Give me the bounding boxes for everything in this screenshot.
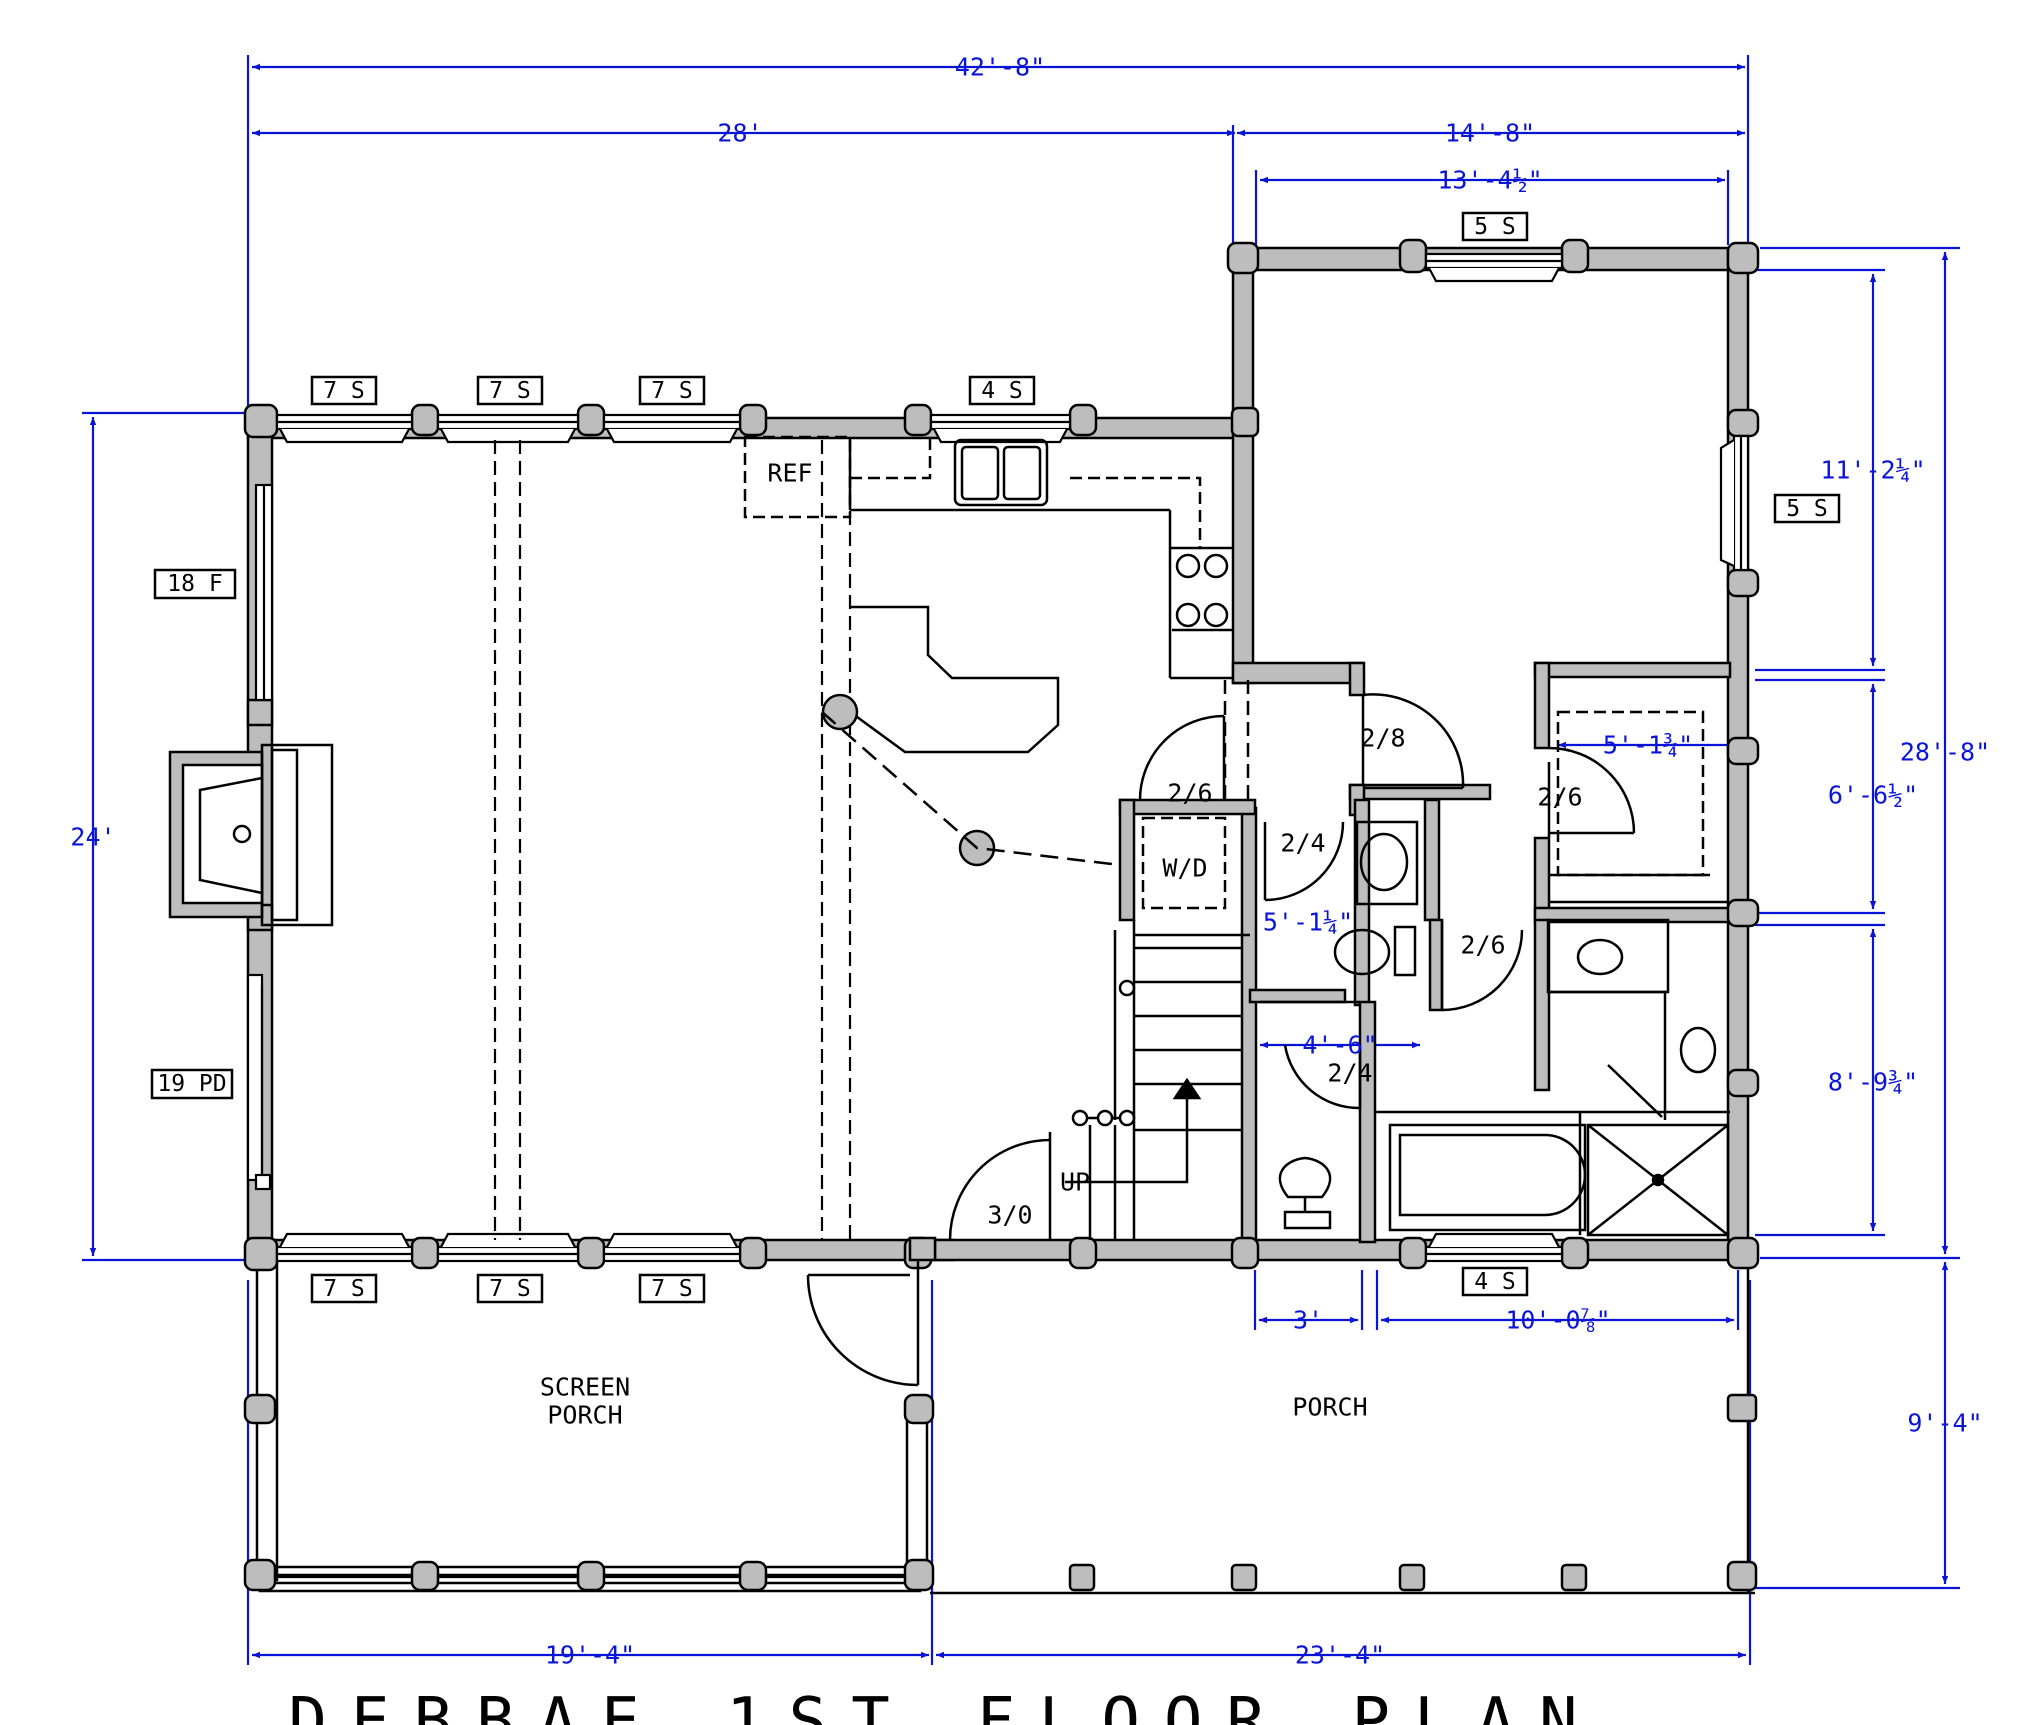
dim-bedroom-interior: 13'-4½" — [1437, 166, 1542, 195]
label-stairs-up: UP — [1060, 1168, 1090, 1197]
dim-depth-left: 24' — [70, 823, 115, 852]
dim-closet-depth: 6'-6½" — [1828, 781, 1918, 810]
windows — [246, 252, 1750, 1579]
dim-half-bath-depth: 5'-1¼" — [1263, 908, 1353, 937]
tag-window-bottom-3: 7 S — [651, 1276, 693, 1302]
tag-window-top-2: 7 S — [489, 378, 531, 404]
tag-window-bedroom-side: 5 S — [1786, 496, 1828, 522]
room-label-porch: PORCH — [1292, 1393, 1367, 1422]
ceiling-beams — [493, 440, 852, 1240]
dim-closet-width: 5'-1¾" — [1603, 731, 1693, 760]
dimension-lines — [82, 55, 1960, 1665]
room-label-screen-porch-1: SCREEN — [540, 1373, 630, 1402]
dim-left-section: 28' — [717, 119, 762, 148]
dim-screen-porch-width: 19'-4" — [545, 1641, 635, 1670]
room-label-screen-porch-2: PORCH — [547, 1401, 622, 1430]
dim-porch-width: 23'-4" — [1295, 1641, 1385, 1670]
door-swings — [806, 693, 1636, 1387]
tag-door-closet: 2/6 — [1537, 783, 1582, 812]
laundry-and-stairs — [1065, 816, 1250, 1240]
tag-window-bath-bottom: 4 S — [1474, 1269, 1516, 1295]
dim-half-bath-width: 4'-6" — [1302, 1031, 1377, 1060]
dim-bath-width: 10'-0⅞" — [1505, 1306, 1610, 1335]
tag-door-bath: 2/6 — [1460, 931, 1505, 960]
bathrooms — [1260, 710, 1730, 1237]
room-labels: SCREEN PORCH PORCH REF W/D UP — [540, 459, 1368, 1430]
tag-window-top-1: 7 S — [323, 378, 365, 404]
plan-title: DEBBAE 1ST FLOOR PLAN — [288, 1685, 1601, 1725]
dim-depth-right: 28'-8" — [1900, 738, 1990, 767]
tag-window-bottom-1: 7 S — [323, 1276, 365, 1302]
dim-overall-width: 42'-8" — [955, 53, 1045, 82]
dim-porch-depth: 9'-4" — [1907, 1409, 1982, 1438]
dim-bedroom-depth: 11'-2¼" — [1820, 456, 1925, 485]
tag-window-bottom-2: 7 S — [489, 1276, 531, 1302]
tag-patio-door-left: 19 PD — [157, 1071, 226, 1097]
tag-door-hall-bath: 2/4 — [1327, 1059, 1372, 1088]
tag-door-half-bath: 2/4 — [1280, 829, 1325, 858]
tag-boxes — [150, 211, 1841, 1304]
tag-door-left: 18 F — [167, 571, 222, 597]
door-tag-labels: 2/6 2/8 2/6 2/4 2/6 2/4 3/0 — [987, 724, 1582, 1230]
tag-window-kitchen: 4 S — [981, 378, 1023, 404]
fireplace — [168, 743, 334, 927]
dim-right-section: 14'-8" — [1445, 119, 1535, 148]
kitchen — [743, 435, 1250, 867]
dim-bath-depth: 8'-9¾" — [1828, 1068, 1918, 1097]
tag-window-bedroom-top: 5 S — [1474, 214, 1516, 240]
tag-window-top-3: 7 S — [651, 378, 693, 404]
dim-hall-width: 3' — [1293, 1306, 1323, 1335]
tag-door-entry: 3/0 — [987, 1201, 1032, 1230]
tag-door-laundry: 2/6 — [1167, 779, 1212, 808]
dimension-labels: 42'-8" 28' 14'-8" 13'-4½" 24' 28'-8" 11'… — [70, 53, 1990, 1670]
window-tag-labels: 7 S 7 S 7 S 4 S 5 S 5 S 18 F 19 PD 7 S 7… — [157, 214, 1827, 1302]
label-refrigerator: REF — [767, 459, 812, 488]
label-washer-dryer: W/D — [1162, 854, 1207, 883]
tag-door-bedroom: 2/8 — [1360, 724, 1405, 753]
